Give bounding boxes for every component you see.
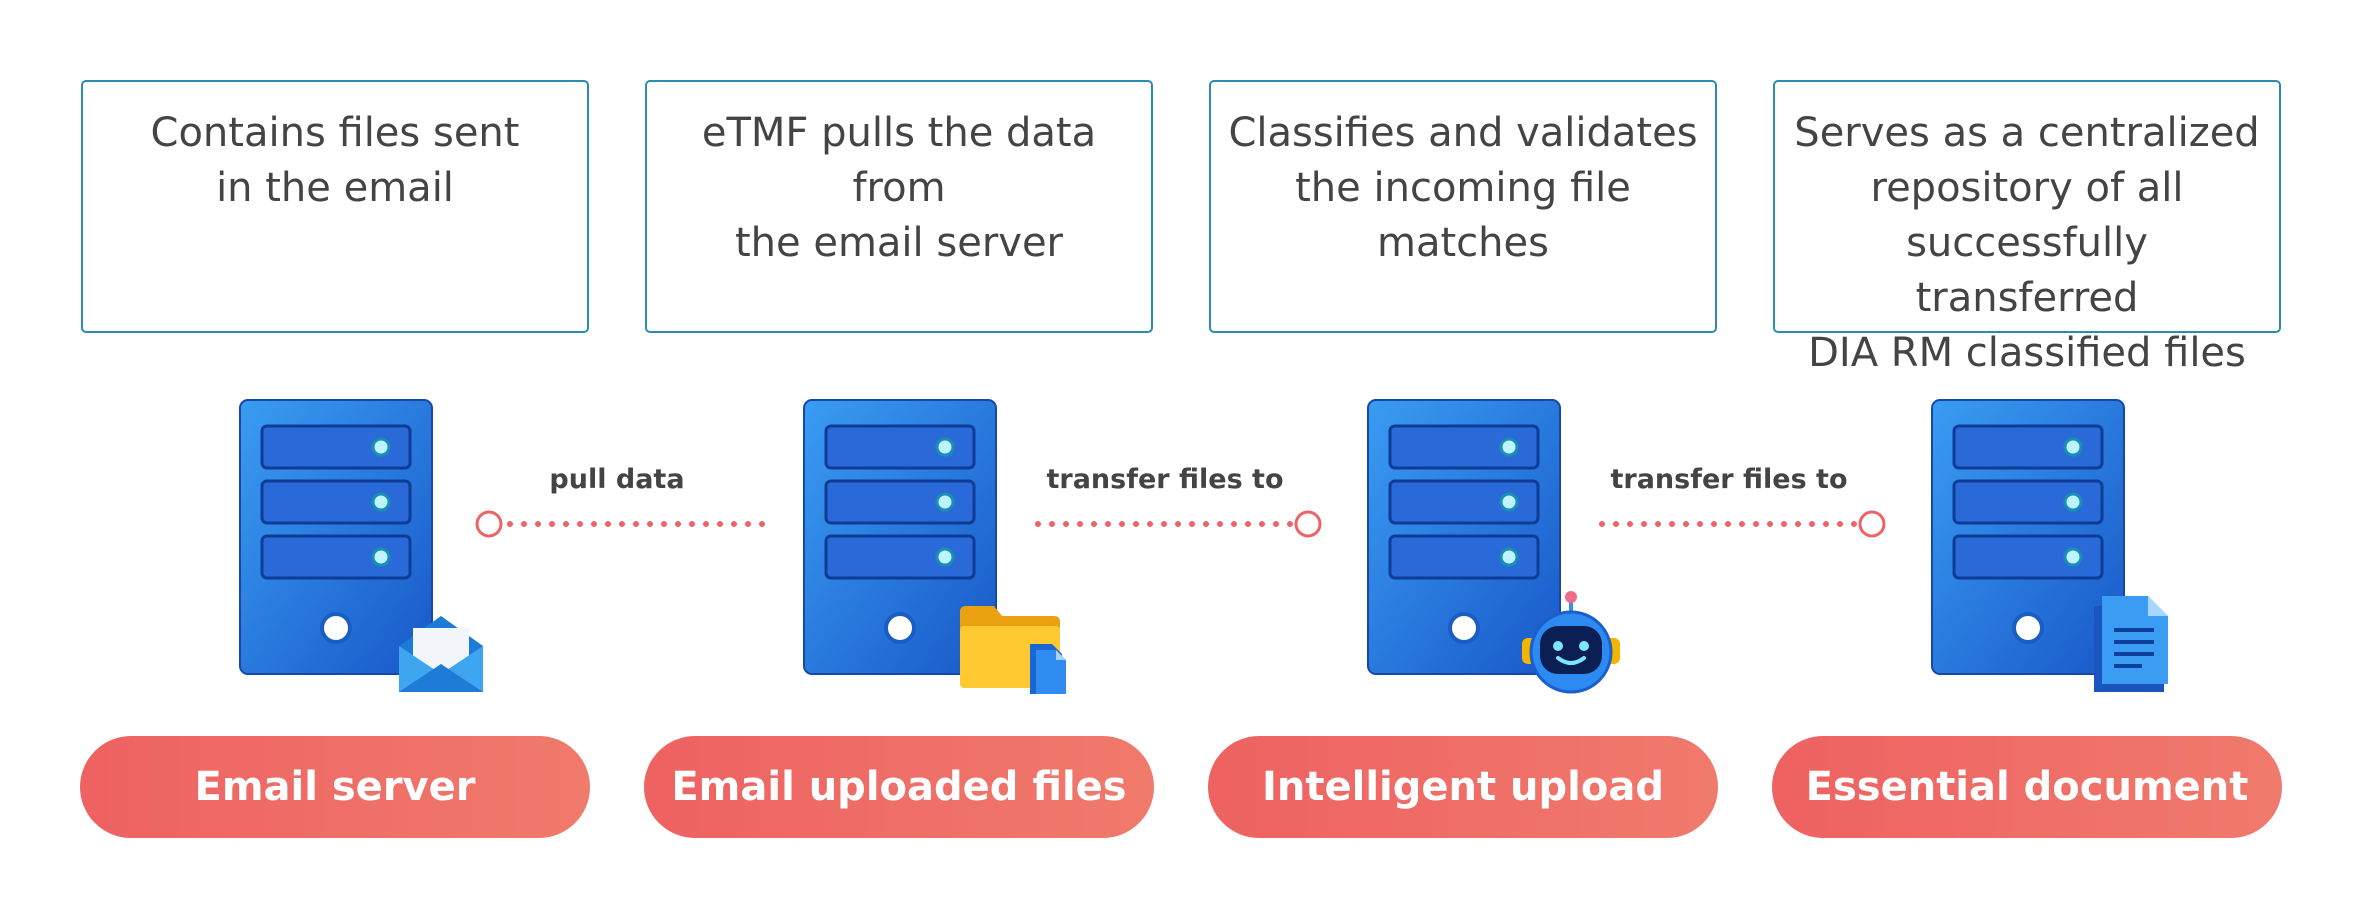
intelligent-upload-node: [1366, 398, 1620, 698]
stage-label: Intelligent upload: [1262, 764, 1664, 810]
description-box-email-uploaded-files: eTMF pulls the data from the email serve…: [645, 80, 1153, 333]
server-icon: [1367, 399, 1561, 675]
folder-icon: [960, 606, 1066, 694]
connector-label-pull-data: pull data: [549, 464, 685, 495]
envelope-icon: [399, 616, 483, 692]
stage-label: Email uploaded files: [671, 764, 1127, 810]
description-text: Contains files sent in the email: [150, 110, 520, 211]
stage-pill-essential-document: Essential document: [1772, 736, 2282, 838]
robot-icon: [1522, 591, 1620, 694]
description-text: eTMF pulls the data from the email serve…: [701, 110, 1097, 266]
description-box-essential-document: Serves as a centralized repository of al…: [1773, 80, 2281, 376]
server-icon: [1931, 399, 2125, 675]
document-icon: [2094, 596, 2168, 692]
stage-label: Essential document: [1805, 764, 2249, 810]
stage-label: Email server: [194, 764, 476, 810]
description-box-email-server: Contains files sent in the email: [81, 80, 589, 333]
connector-arrow-2: [1035, 510, 1322, 538]
stage-pill-email-uploaded-files: Email uploaded files: [644, 736, 1154, 838]
server-icon: [239, 399, 433, 675]
essential-document-node: [1930, 398, 2168, 698]
email-server-node: [238, 398, 483, 698]
connector-arrow-1: [475, 510, 767, 538]
email-uploaded-files-node: [802, 398, 1066, 698]
server-icon: [803, 399, 997, 675]
connector-arrow-3: [1599, 510, 1886, 538]
connector-label-transfer-files-2: transfer files to: [1610, 464, 1848, 495]
stage-pill-intelligent-upload: Intelligent upload: [1208, 736, 1718, 838]
description-text: Classifies and validates the incoming fi…: [1228, 110, 1698, 266]
description-text: Serves as a centralized repository of al…: [1794, 110, 2260, 376]
connector-label-transfer-files-1: transfer files to: [1046, 464, 1284, 495]
description-box-intelligent-upload: Classifies and validates the incoming fi…: [1209, 80, 1717, 333]
stage-pill-email-server: Email server: [80, 736, 590, 838]
